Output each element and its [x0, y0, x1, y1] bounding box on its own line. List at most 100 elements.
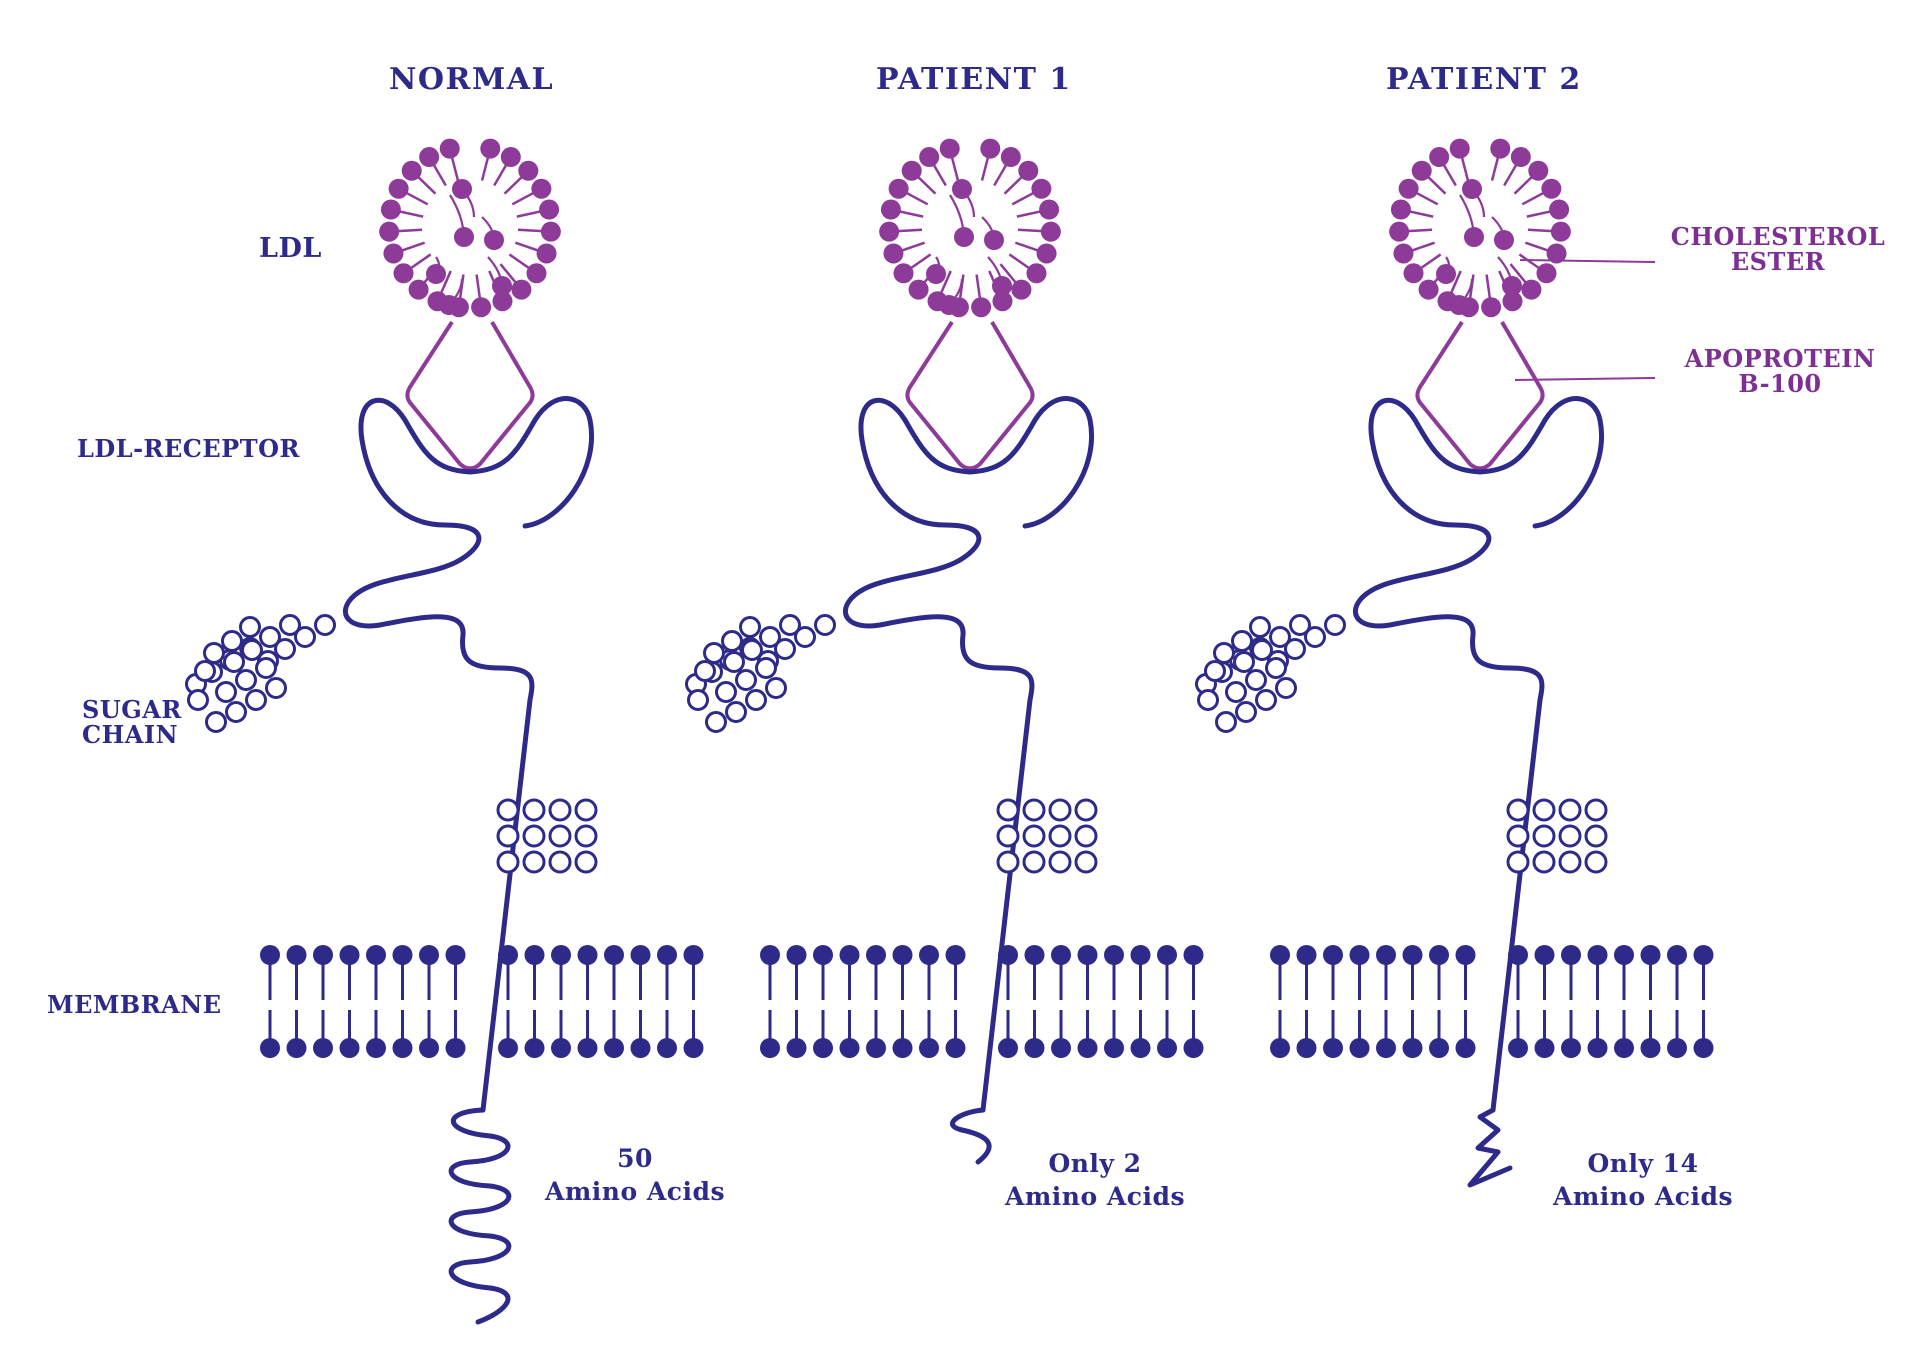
phospholipid-head — [1418, 279, 1439, 300]
sugar-cluster — [996, 798, 1098, 874]
phospholipid-head — [980, 138, 1001, 159]
lipid-head-bottom — [1157, 1038, 1177, 1058]
lipid-head-bottom — [551, 1038, 571, 1058]
sugar-unit — [765, 677, 787, 699]
sugar-unit — [203, 642, 225, 664]
sugar-unit — [1558, 824, 1582, 848]
sugar-unit — [814, 614, 836, 636]
cholesterol-ester — [1436, 264, 1456, 284]
ldl-receptor — [1352, 396, 1604, 1113]
phospholipid-head — [1549, 199, 1570, 220]
sugar-unit — [1324, 614, 1346, 636]
sugar-unit — [1249, 616, 1271, 638]
patient-1-column — [685, 138, 1204, 1165]
lipid-head-bottom — [1376, 1038, 1396, 1058]
sugar-unit — [1245, 669, 1267, 691]
sugar-unit — [1289, 614, 1311, 636]
phospholipid-head — [883, 243, 904, 264]
sugar-unit — [741, 639, 763, 661]
tail-label-normal: 50 Amino Acids — [530, 1142, 740, 1208]
phospholipid-head — [1026, 263, 1047, 284]
lipid-head-bottom — [919, 1038, 939, 1058]
phospholipid-head — [1403, 263, 1424, 284]
phospholipid-head — [888, 178, 909, 199]
lipid-head-bottom — [286, 1038, 307, 1058]
lipid-head-bottom — [839, 1038, 860, 1058]
label-pointers — [1514, 259, 1656, 381]
lipid-head-bottom — [1429, 1038, 1449, 1058]
ldl-particle — [879, 138, 1061, 318]
ldl-receptor — [842, 396, 1094, 1113]
label-ldl: LDL — [259, 233, 322, 264]
phospholipid-head — [1429, 147, 1450, 168]
sugar-unit — [779, 614, 801, 636]
sugar-unit — [235, 669, 257, 691]
sugar-unit — [1215, 711, 1237, 733]
phospholipid-head — [492, 291, 513, 312]
sugar-unit — [187, 689, 209, 711]
cholesterol-ester — [1494, 230, 1514, 250]
sugar-unit — [1255, 689, 1277, 711]
sugar-unit — [522, 850, 546, 874]
lipid-head-bottom — [1104, 1038, 1124, 1058]
sugar-unit — [1022, 824, 1046, 848]
lipid-head-bottom — [1270, 1038, 1290, 1058]
sugar-unit — [548, 824, 572, 848]
lipid-head-bottom — [260, 1038, 280, 1058]
sugar-unit — [522, 798, 546, 822]
phospholipid-head — [1541, 178, 1562, 199]
sugar-unit — [265, 677, 287, 699]
membrane-bilayer — [260, 945, 704, 1058]
sugar-unit — [225, 701, 247, 723]
lipid-head-bottom — [445, 1038, 466, 1058]
sugar-unit — [574, 798, 598, 822]
sugar-unit — [548, 798, 572, 822]
label-cholesterol-line1: CHOLESTEROL — [1670, 222, 1886, 251]
tail-label-patient-2: Only 14 Amino Acids — [1538, 1147, 1748, 1213]
cholesterol-ester — [1449, 295, 1469, 315]
receptor-guide — [401, 320, 585, 525]
cytoplasmic-tail — [950, 1107, 992, 1165]
lipid-head-bottom — [1183, 1038, 1204, 1058]
phospholipid-head — [919, 147, 940, 168]
sugar-unit — [1251, 639, 1273, 661]
sugar-unit — [1584, 824, 1608, 848]
lipid-head-bottom — [1323, 1038, 1343, 1058]
phospholipid-head — [908, 279, 929, 300]
sugar-unit — [1213, 642, 1235, 664]
sugar-unit — [996, 824, 1020, 848]
apoprotein-b100 — [1415, 320, 1545, 471]
phospholipid-head — [531, 178, 552, 199]
sugar-unit — [245, 689, 267, 711]
sugar-unit — [1558, 798, 1582, 822]
cholesterol-ester — [484, 230, 504, 250]
cholesterol-ester — [1464, 227, 1484, 247]
sugar-cluster — [496, 798, 598, 874]
phospholipid-head — [1510, 147, 1531, 168]
sugar-unit — [223, 651, 245, 673]
label-ldl-receptor: LDL-RECEPTOR — [77, 434, 300, 463]
sugar-unit — [703, 642, 725, 664]
cytoplasmic-tail — [448, 1107, 512, 1325]
phospholipid-head — [1393, 243, 1414, 264]
phospholipid-head — [1481, 297, 1502, 318]
lipid-head-bottom — [1051, 1038, 1071, 1058]
sugar-unit — [759, 626, 781, 648]
sugar-unit — [1304, 626, 1326, 648]
label-apoprotein-line1: APOPROTEIN — [1684, 344, 1876, 373]
phospholipid-head — [383, 243, 404, 264]
lipid-head-bottom — [1077, 1038, 1098, 1058]
sugar-unit — [1204, 660, 1226, 682]
lipid-head-bottom — [1508, 1038, 1528, 1058]
sugar-unit — [1225, 681, 1247, 703]
sugar-unit — [1532, 824, 1556, 848]
phospholipid-head — [471, 297, 492, 318]
sugar-unit — [274, 638, 296, 660]
cytoplasmic-tail — [1467, 1107, 1513, 1188]
phospholipid-head — [1031, 178, 1052, 199]
tail-label-patient-2-line1: Only 14 — [1587, 1149, 1699, 1178]
cholesterol-ester — [454, 227, 474, 247]
sugar-unit — [715, 681, 737, 703]
apoprotein-b100 — [405, 320, 535, 471]
